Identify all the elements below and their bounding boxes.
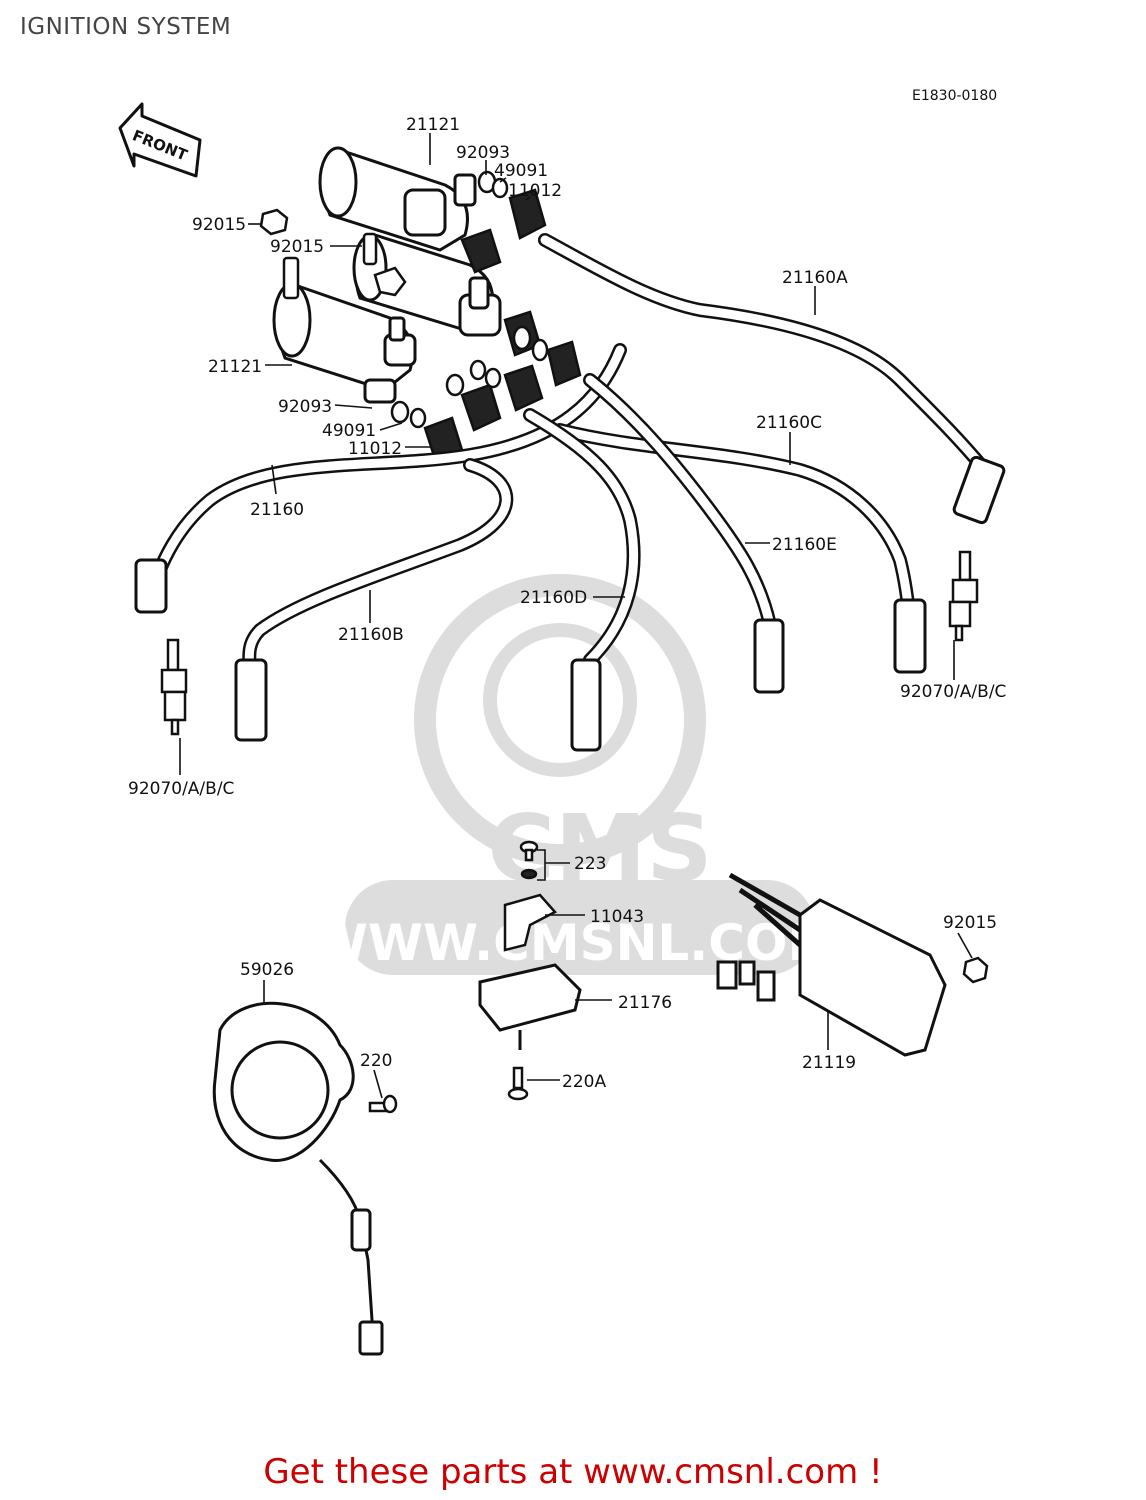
label-plug-right: 92070/A/B/C: [900, 682, 1006, 702]
page-title: IGNITION SYSTEM: [20, 14, 232, 40]
label-plug-left: 92070/A/B/C: [128, 779, 234, 799]
label-coil-bottom: 21121: [208, 357, 262, 377]
label-igniter: 21119: [802, 1053, 856, 1073]
igniter-21119: [716, 872, 947, 1057]
footer-promo-link[interactable]: Get these parts at www.cmsnl.com !: [263, 1452, 883, 1492]
label-bolt-220a: 220A: [562, 1072, 606, 1092]
coil-studs: [282, 232, 407, 300]
leader-lines: [179, 133, 973, 1099]
ignition-unit-21176: [478, 963, 582, 1050]
label-nut-left: 92015: [192, 215, 246, 235]
bolt-220: [368, 1094, 398, 1114]
label-washer-bottom: 92093: [278, 397, 332, 417]
spark-plug-left: [160, 638, 188, 736]
pickup-coil-59026: [212, 1001, 384, 1356]
label-washer-top: 92093: [456, 143, 510, 163]
watermark-site: WWW.CMSNL.COM: [313, 914, 838, 972]
label-lead-b: 21160B: [338, 625, 404, 645]
label-coil-top: 21121: [406, 115, 460, 135]
bracket-11043: [503, 893, 557, 952]
diagram-ref-code: E1830-0180: [912, 88, 997, 104]
label-spacer-bottom: 49091: [322, 421, 376, 441]
label-bracket: 11043: [590, 907, 644, 927]
label-screw-223: 223: [574, 854, 606, 874]
label-lead-a: 21160A: [782, 268, 848, 288]
label-lead-c: 21160C: [756, 413, 822, 433]
front-arrow-icon: FRONT: [118, 102, 202, 178]
bolt-220a: [507, 1066, 529, 1101]
label-pickup: 59026: [240, 960, 294, 980]
label-spacer-top: 49091: [494, 161, 548, 181]
label-bolt-220: 220: [360, 1051, 392, 1071]
nut-right: [962, 956, 989, 984]
label-lead-e: 21160E: [772, 535, 837, 555]
label-cap-bottom: 11012: [348, 439, 402, 459]
label-lead-main: 21160: [250, 500, 304, 520]
label-cap-top: 11012: [508, 181, 562, 201]
ignition-coil-top: [318, 146, 477, 252]
plug-cap-ends: [134, 455, 1006, 752]
coil-caps-top: [460, 170, 582, 387]
screw-223: [519, 840, 539, 880]
ignition-coil-bottom: [272, 282, 417, 404]
label-lead-d: 21160D: [520, 588, 587, 608]
hightension-leads: [143, 233, 992, 687]
label-unit-box: 21176: [618, 993, 672, 1013]
spark-plug-right: [948, 550, 979, 642]
nut-left: [259, 208, 289, 236]
label-nut-mid: 92015: [270, 237, 324, 257]
ignition-coil-middle: [352, 233, 502, 337]
label-nut-right: 92015: [943, 913, 997, 933]
